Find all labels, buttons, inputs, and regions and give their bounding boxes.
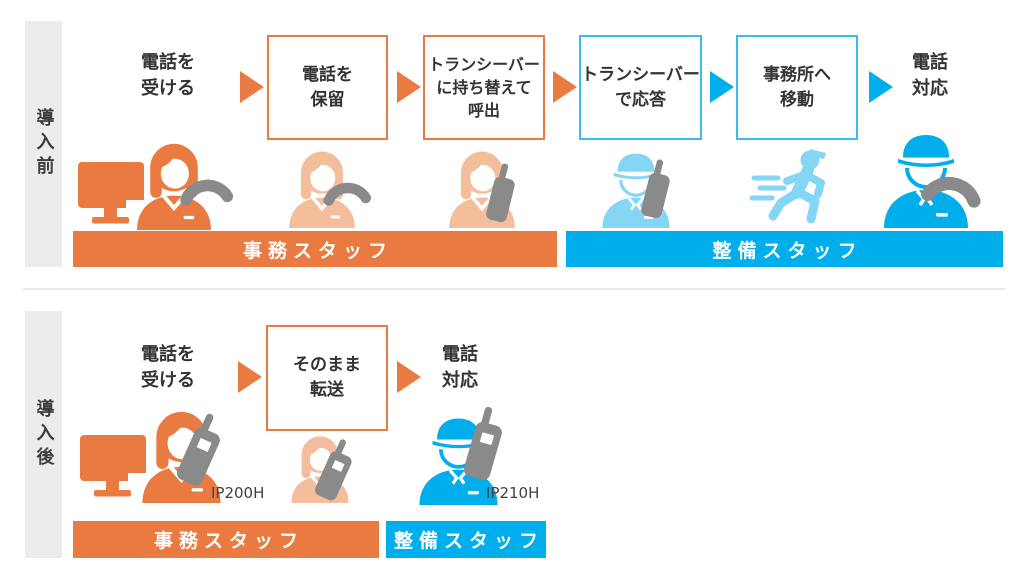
arrow-right-icon (869, 71, 893, 103)
step-move-office-box: 事務所へ 移動 (736, 35, 858, 140)
step-receive-call: 電話を 受ける (141, 344, 195, 391)
arrow-right-icon (238, 361, 262, 393)
step-direct-transfer-box: そのまま 転送 (266, 325, 388, 431)
arrow-right-icon (397, 71, 421, 103)
running-mechanic-icon (749, 149, 826, 224)
office-woman-computer-phone-icon (78, 141, 238, 230)
office-woman-phone-icon (287, 150, 371, 228)
office-woman-transceiver-icon (447, 150, 520, 228)
office-staff-bar: 事務スタッフ (73, 521, 379, 558)
step-switch-transceiver-box: トランシーバー に持ち替えて 呼出 (423, 35, 545, 140)
phase-after-label: 導入後 (25, 311, 62, 558)
arrow-right-icon (240, 71, 264, 103)
office-woman-handheld-icon (289, 435, 359, 505)
phase-before-label: 導入前 (25, 21, 62, 267)
device-label-ip200h: IP200H (211, 484, 265, 502)
device-label-ip210h: IP210H (486, 484, 540, 502)
arrow-right-icon (710, 71, 734, 103)
maintenance-staff-bar: 整備スタッフ (386, 521, 546, 558)
mechanic-transceiver-icon (600, 152, 675, 230)
arrow-right-icon (553, 71, 577, 103)
step-answer-transceiver-box: トランシーバー で応答 (579, 35, 702, 140)
section-divider (23, 288, 1005, 290)
step-hold-call-box: 電話を 保留 (267, 35, 388, 140)
maintenance-staff-bar: 整備スタッフ (566, 231, 1003, 267)
arrow-right-icon (397, 361, 421, 393)
mechanic-phone-icon (882, 133, 996, 228)
office-staff-bar: 事務スタッフ (73, 231, 557, 267)
step-phone-response: 電話 対応 (912, 52, 948, 99)
step-phone-response: 電話 対応 (442, 344, 478, 391)
step-receive-call: 電話を 受ける (141, 52, 195, 99)
